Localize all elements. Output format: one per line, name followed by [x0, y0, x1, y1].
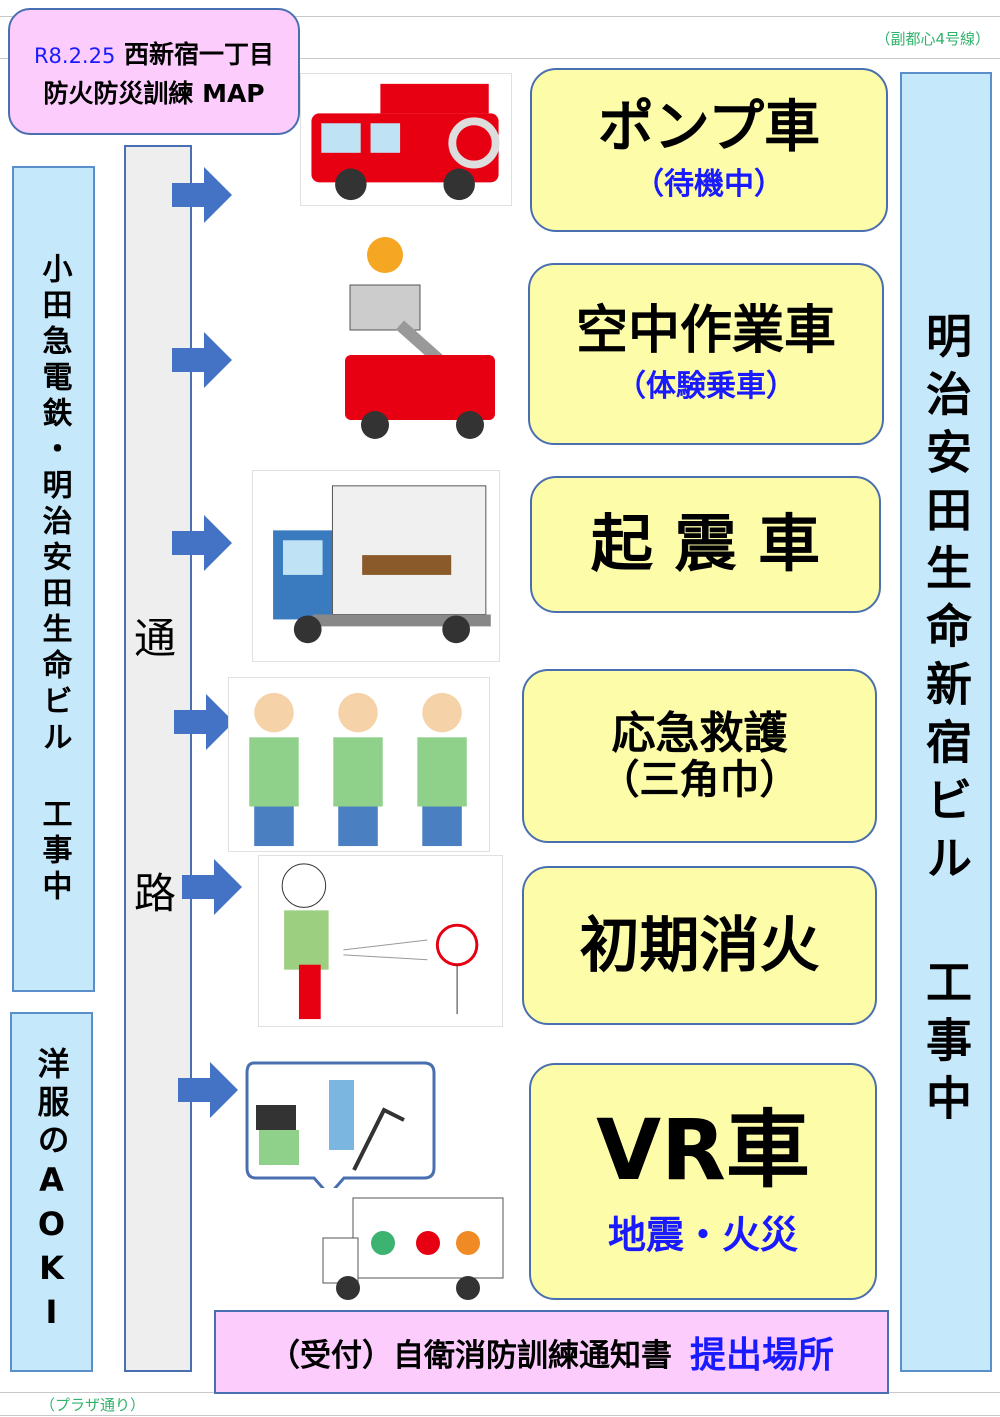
station-name: 起 震 車: [590, 507, 821, 581]
arrow-right-icon: [182, 859, 242, 915]
right-building-label: 明治安田生命新宿ビル 工事中: [919, 312, 973, 1132]
fire-pump-truck-icon: [300, 73, 512, 206]
arrow-right-icon: [174, 694, 234, 750]
aerial-ladder-truck-icon: [340, 225, 510, 445]
arrow-right-icon: [172, 515, 232, 571]
station-initial-firefighting: 初期消火: [522, 866, 877, 1025]
top-street-label: （副都心4号線）: [875, 30, 990, 48]
bottom-street-label: （プラザ通り）: [40, 1396, 146, 1414]
arrow-right-icon: [178, 1062, 238, 1118]
vr-speech-bubble-icon: [245, 1061, 436, 1198]
reception-box: （受付）自衛消防訓練通知書 提出場所: [214, 1310, 889, 1394]
station-earthquake-truck: 起 震 車: [530, 476, 881, 613]
fire-extinguisher-icon: [258, 855, 503, 1027]
title-line2: 防火防災訓練 MAP: [43, 79, 265, 108]
reception-label: （受付）自衛消防訓練通知書: [268, 1337, 672, 1374]
right-building: 明治安田生命新宿ビル 工事中: [900, 72, 992, 1372]
station-sub: （体験乗車）: [616, 368, 796, 404]
station-pump-truck: ポンプ車 （待機中）: [530, 68, 888, 232]
passage-char-2: 路: [134, 869, 177, 918]
street-line-top-2: [0, 58, 1000, 59]
reception-highlight: 提出場所: [689, 1335, 834, 1376]
station-first-aid: 応急救護 （三角巾）: [522, 669, 877, 843]
passage-char-1: 通: [134, 614, 177, 663]
arrow-right-icon: [172, 332, 232, 388]
station-sub: （待機中）: [634, 166, 784, 202]
left-building-2: 洋服のAOKI: [10, 1012, 93, 1372]
first-aid-sling-icon: [228, 677, 490, 852]
title-line1: 西新宿一丁目: [124, 40, 275, 69]
station-sub: （三角巾）: [599, 757, 800, 804]
station-name: 空中作業車: [575, 301, 836, 362]
street-line-top: [0, 16, 1000, 17]
map-title: R8.2.25 西新宿一丁目 防火防災訓練 MAP: [8, 8, 300, 135]
passage: [124, 145, 192, 1372]
title-date: R8.2.25: [33, 44, 116, 68]
left-building-1: 小田急電鉄・明治安田生命ビル 工事中: [12, 166, 95, 992]
station-vr-truck: VR車 地震・火災: [529, 1063, 877, 1300]
arrow-right-icon: [172, 167, 232, 223]
left-building-1-label: 小田急電鉄・明治安田生命ビル 工事中: [36, 252, 72, 906]
station-name: VR車: [596, 1100, 810, 1199]
station-sub: 地震・火災: [607, 1213, 798, 1258]
earthquake-simulator-truck-icon: [252, 470, 500, 662]
station-name: 初期消火: [579, 910, 820, 981]
station-name: 応急救護: [611, 707, 788, 759]
left-building-2-label: 洋服のAOKI: [32, 1047, 71, 1337]
station-aerial-truck: 空中作業車 （体験乗車）: [528, 263, 884, 445]
street-line-bottom-2: [0, 1415, 1000, 1416]
vr-truck-icon: [318, 1188, 514, 1306]
station-name: ポンプ車: [597, 95, 821, 161]
